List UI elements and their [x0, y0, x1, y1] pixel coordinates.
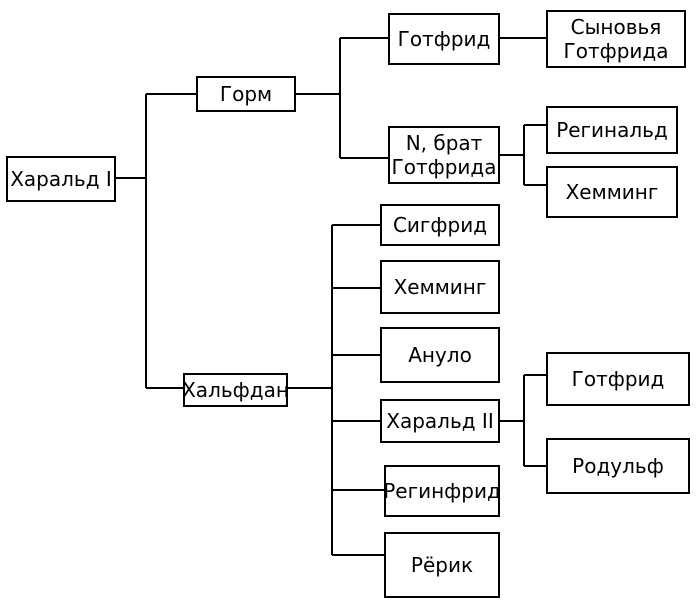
node-rorik: Рёрик [384, 532, 500, 598]
node-anulo: Ануло [380, 327, 500, 383]
node-harald-i: Харальд I [6, 156, 116, 202]
node-sigfrid: Сигфрид [380, 204, 500, 246]
node-hemming-1: Хемминг [546, 166, 678, 218]
node-gotfrid-brother: N, брат Готфрида [388, 126, 500, 184]
node-halfdan: Хальфдан [182, 373, 289, 407]
node-hemming-2: Хемминг [380, 260, 500, 314]
node-harald-ii: Харальд II [380, 399, 500, 443]
node-gorm: Горм [196, 76, 296, 112]
node-rodulf: Родульф [546, 438, 690, 494]
node-reginfrid: Регинфрид [383, 465, 501, 517]
node-gotfrid: Готфрид [388, 13, 500, 65]
node-gotfrid-sons: Сыновья Готфрида [546, 10, 686, 68]
node-reginald: Регинальд [546, 106, 678, 154]
node-gotfrid-2: Готфрид [546, 352, 690, 406]
